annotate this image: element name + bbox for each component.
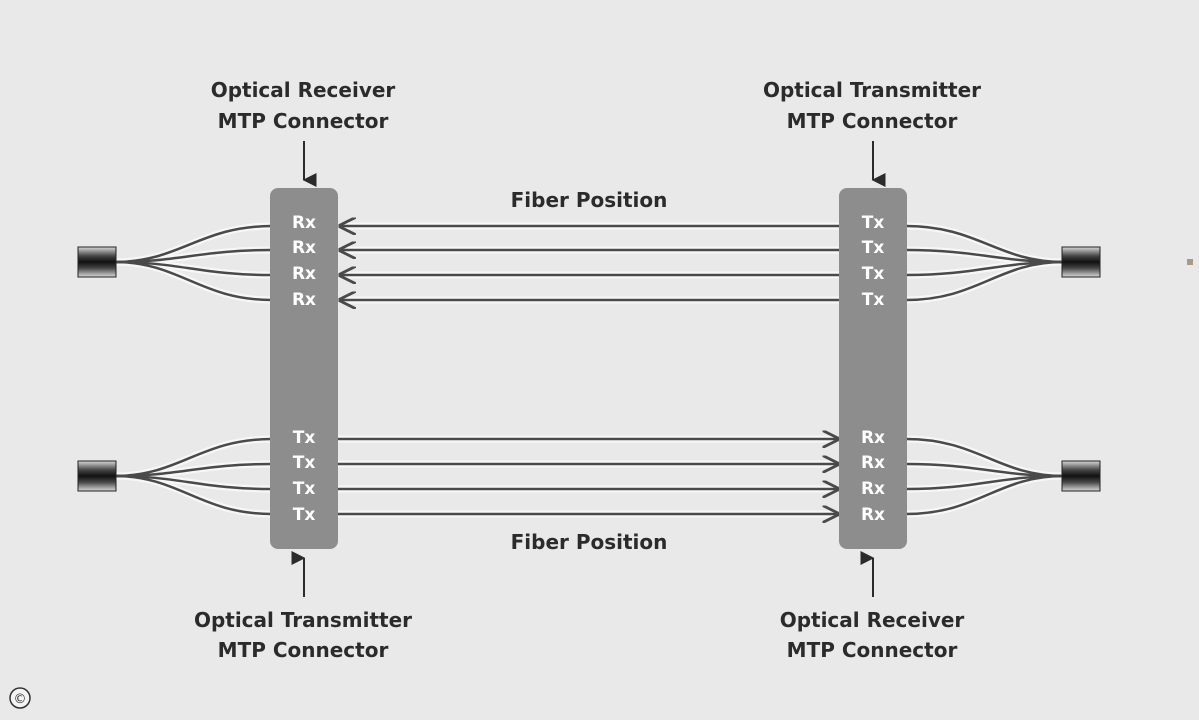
fanout-right-bottom [902,435,1067,518]
ports-right-bottom: Rx Rx Rx Rx [861,428,885,525]
caption-line: MTP Connector [218,638,389,662]
fanout-left-top [111,222,276,304]
port-label: Tx [862,213,885,233]
caption-line: Optical Receiver [211,78,396,102]
caption-line: Optical Receiver [780,608,965,632]
ports-left-top: Rx Rx Rx Rx [292,213,316,310]
port-label: Tx [862,290,885,310]
cable-plug-left-bottom [77,460,117,492]
fibers-bottom [338,439,838,514]
ports-right-top: Tx Tx Tx Tx [862,213,885,310]
fiber-position-label-top: Fiber Position [511,188,668,212]
port-label: Rx [861,453,885,473]
edge-marker [1187,259,1193,265]
copyright-text: © [14,692,27,707]
caption-line: MTP Connector [787,638,958,662]
port-label: Rx [292,238,316,258]
fibers-top [340,226,840,300]
caption-top-left: Optical Receiver MTP Connector [211,78,396,133]
caption-line: Optical Transmitter [763,78,981,102]
port-label: Rx [292,290,316,310]
fanout-right-top [902,222,1067,304]
port-label: Tx [293,428,316,448]
port-label: Rx [292,264,316,284]
cable-plug-right-top [1061,246,1101,278]
caption-bottom-right: Optical Receiver MTP Connector [780,608,965,662]
copyright-badge: © [9,687,31,709]
connector-left [270,188,338,549]
port-label: Tx [862,264,885,284]
caption-bottom-left: Optical Transmitter MTP Connector [194,608,412,662]
caption-line: MTP Connector [218,109,389,133]
port-label: Tx [293,505,316,525]
ports-left-bottom: Tx Tx Tx Tx [293,428,316,525]
port-label: Tx [293,479,316,499]
caption-line: Optical Transmitter [194,608,412,632]
port-label: Rx [861,428,885,448]
port-label: Rx [861,479,885,499]
cable-plug-right-bottom [1061,460,1101,492]
fanout-left-bottom [111,435,276,518]
fiber-position-label-bottom: Fiber Position [511,530,668,554]
copyright-icon [9,687,31,709]
connector-right [839,188,907,549]
port-label: Tx [862,238,885,258]
port-label: Rx [861,505,885,525]
port-label: Tx [293,453,316,473]
caption-top-right: Optical Transmitter MTP Connector [763,78,981,133]
port-label: Rx [292,213,316,233]
caption-line: MTP Connector [787,109,958,133]
cable-plug-left-top [77,246,117,278]
